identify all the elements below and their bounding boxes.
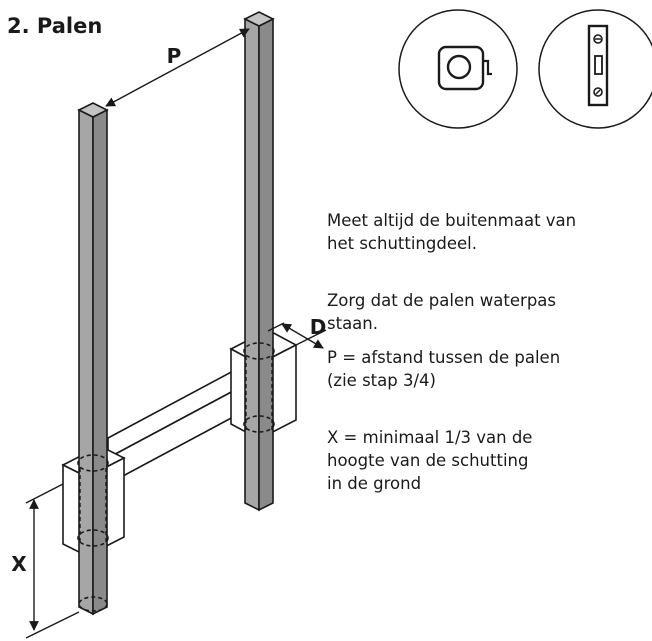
spirit-level-icon — [538, 9, 652, 129]
note-line: X = minimaal 1/3 van de — [327, 428, 533, 447]
note-line: hoogte van de schutting — [327, 451, 529, 470]
note-measure: Meet altijd de buitenmaat van het schutt… — [327, 209, 647, 255]
note-line: staan. — [327, 314, 378, 333]
note-line: Meet altijd de buitenmaat van — [327, 211, 577, 230]
tape-measure-icon — [398, 9, 518, 129]
note-distance: P = afstand tussen de palen (zie stap 3/… — [327, 346, 647, 392]
dimension-x-label: X — [11, 552, 27, 576]
note-depth: X = minimaal 1/3 van de hoogte van de sc… — [327, 426, 647, 495]
dimension-p: P — [105, 28, 250, 107]
note-level: Zorg dat de palen waterpas staan. — [327, 289, 647, 335]
post-right — [243, 11, 275, 512]
section-title: 2. Palen — [7, 14, 103, 38]
post-left — [77, 102, 109, 616]
dimension-d-label: D — [310, 315, 327, 339]
dimension-d — [267, 322, 327, 349]
note-line: P = afstand tussen de palen — [327, 348, 561, 367]
dimension-p-label: P — [167, 44, 182, 68]
note-line: het schuttingdeel. — [327, 234, 477, 253]
note-line: Zorg dat de palen waterpas — [327, 291, 556, 310]
note-line: in de grond — [327, 474, 422, 493]
dimension-x — [25, 483, 80, 639]
note-line: (zie stap 3/4) — [327, 371, 436, 390]
concrete-beam — [107, 360, 251, 486]
